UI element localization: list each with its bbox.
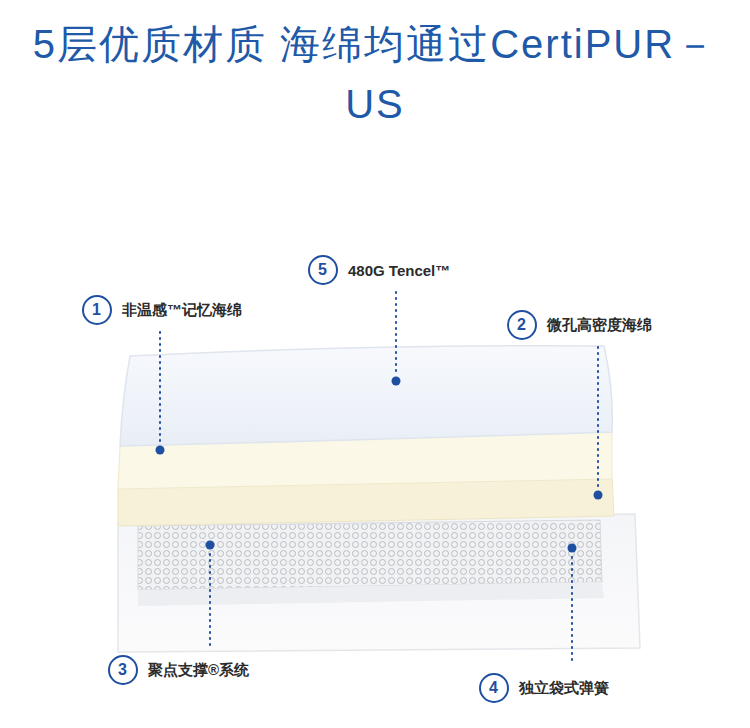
spring-shadow — [138, 582, 604, 606]
leader-line — [571, 557, 573, 664]
marker-dot — [206, 541, 215, 550]
marker-dot — [594, 491, 603, 500]
part-label: 聚点支撑®系统 — [148, 661, 249, 680]
callout-number: 5 — [310, 257, 335, 282]
diagram-title: 5层优质材质 海绵均通过CertiPUR－US — [25, 14, 725, 134]
part-label: 非温感™记忆海绵 — [122, 301, 242, 320]
callout-number: 1 — [84, 297, 109, 322]
marker-dot — [392, 377, 401, 386]
callout-number: 4 — [481, 675, 506, 700]
part-label: 独立袋式弹簧 — [519, 679, 609, 698]
part-label: 480G Tencel™ — [348, 262, 450, 279]
callout-number: 3 — [110, 657, 135, 682]
part-label: 微孔高密度海绵 — [547, 316, 652, 335]
callout-circle: 5480G Tencel™ — [308, 255, 338, 285]
callout-circle: 3聚点支撑®系统 — [108, 655, 138, 685]
marker-dot — [568, 544, 577, 553]
base-frame — [118, 514, 640, 652]
marker-dot — [156, 446, 165, 455]
tencel-layer — [120, 346, 612, 446]
callout-circle: 2微孔高密度海绵 — [507, 310, 537, 340]
callout-circle: 1非温感™记忆海绵 — [82, 295, 112, 325]
callout-circle: 4独立袋式弹簧 — [479, 673, 509, 703]
leader-line — [159, 332, 161, 441]
spring-grid — [138, 520, 602, 590]
callout-number: 2 — [509, 312, 534, 337]
leader-line — [395, 292, 397, 372]
leader-line — [597, 347, 599, 486]
leader-line — [209, 554, 211, 646]
